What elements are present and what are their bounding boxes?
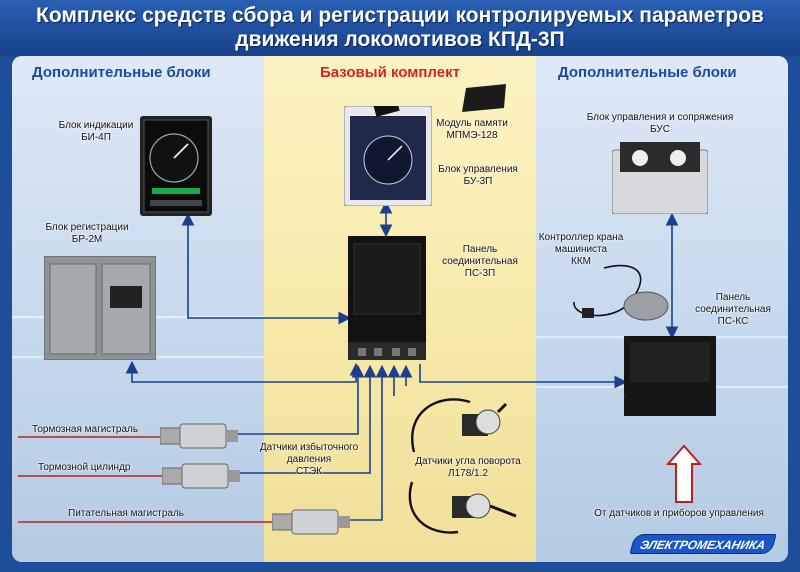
label-br-line1: Блок регистрации [45, 222, 129, 233]
mpm-module-device [462, 84, 506, 112]
label-bus-line2: БУС [650, 124, 670, 135]
label-du-line1: Датчики угла поворота [415, 456, 521, 467]
label-bus-line1: Блок управления и сопряжения [586, 112, 734, 123]
diagram-board: Дополнительные блоки Базовый комплект До… [12, 56, 788, 562]
header-banner: Комплекс средств сбора и регистрации кон… [0, 0, 800, 56]
label-ps-line1: Панель [462, 244, 498, 255]
wire-bi-ps [181, 212, 352, 325]
label-kkm-line1: Контроллер крана [538, 232, 624, 243]
angle-sensor-2 [408, 481, 517, 534]
wire-sensor-tm [238, 364, 365, 435]
label-bi: Блок индикации БИ-4П [48, 120, 144, 144]
label-kkm-line3: ККМ [571, 256, 591, 267]
pressure-sensor-tc [162, 463, 240, 489]
company-logo: ЭЛЕКТРОМЕХАНИКА [629, 534, 777, 554]
wire-br-ps [125, 360, 363, 383]
label-ps-line2: соединительная [442, 256, 518, 267]
ps-ks-device [624, 336, 716, 416]
label-dd: Датчики избыточного давления СТЭК [248, 442, 370, 478]
label-bus: Блок управления и сопряжения БУС [560, 112, 760, 136]
wire-sensor-tc [232, 364, 377, 474]
input-arrow-big [665, 444, 703, 503]
bus-device [612, 142, 708, 214]
br-2m-device [44, 256, 156, 360]
label-du-line2: Л178/1.2 [448, 468, 488, 479]
connection-wires [18, 200, 703, 523]
label-pcks-line1: Панель [715, 292, 751, 303]
right-column-title: Дополнительные блоки [558, 64, 737, 81]
label-br: Блок регистрации БР-2М [32, 222, 142, 246]
wire-sensor-pm [338, 364, 389, 521]
label-dd-line2: давления [286, 454, 332, 465]
label-bu: Блок управления БУ-3П [432, 164, 524, 188]
ps-3p-device [348, 236, 426, 360]
label-du: Датчики угла поворота Л178/1.2 [398, 456, 538, 480]
label-mpm-line1: Модуль памяти [436, 118, 508, 129]
title-line-1: Комплекс средств сбора и регистрации кон… [36, 4, 764, 27]
label-mpm-line2: МПМЭ-128 [446, 130, 498, 141]
label-dd-line3: СТЭК [295, 466, 322, 477]
title-line-2: движения локомотивов КПД-3П [235, 28, 565, 51]
bu-3p-device [344, 106, 432, 206]
label-bi-line1: Блок индикации [58, 120, 134, 131]
label-ot: От датчиков и приборов управления [594, 508, 764, 519]
label-kkm-line2: машиниста [554, 244, 608, 255]
label-tm: Тормозная магистраль [32, 424, 139, 435]
angle-sensor-1 [411, 398, 508, 453]
label-pcks-line2: соединительная [695, 304, 771, 315]
left-column-title: Дополнительные блоки [32, 64, 211, 81]
wire-ps-pcks [419, 364, 628, 389]
label-pm: Питательная магистраль [68, 508, 185, 519]
label-bu-line1: Блок управления [438, 164, 518, 175]
label-pcks: Панель соединительная ПС-КС [678, 292, 788, 328]
bi-4p-device [140, 116, 212, 216]
pressure-sensor-tm [160, 423, 238, 449]
label-kkm: Контроллер крана машиниста ККМ [526, 232, 636, 268]
label-dd-line1: Датчики избыточного [259, 442, 359, 453]
label-bi-line2: БИ-4П [81, 132, 111, 143]
label-tc: Тормозной цилиндр [38, 462, 131, 473]
label-mpm: Модуль памяти МПМЭ-128 [424, 118, 520, 142]
label-bu-line2: БУ-3П [463, 176, 493, 187]
label-pcks-line3: ПС-КС [717, 316, 749, 327]
label-ps: Панель соединительная ПС-3П [432, 244, 528, 280]
kkm-device [573, 264, 669, 321]
pressure-sensor-pm [272, 509, 350, 535]
middle-column-title: Базовый комплект [320, 64, 460, 81]
label-ps-line3: ПС-3П [464, 268, 496, 279]
label-br-line2: БР-2М [71, 234, 103, 245]
